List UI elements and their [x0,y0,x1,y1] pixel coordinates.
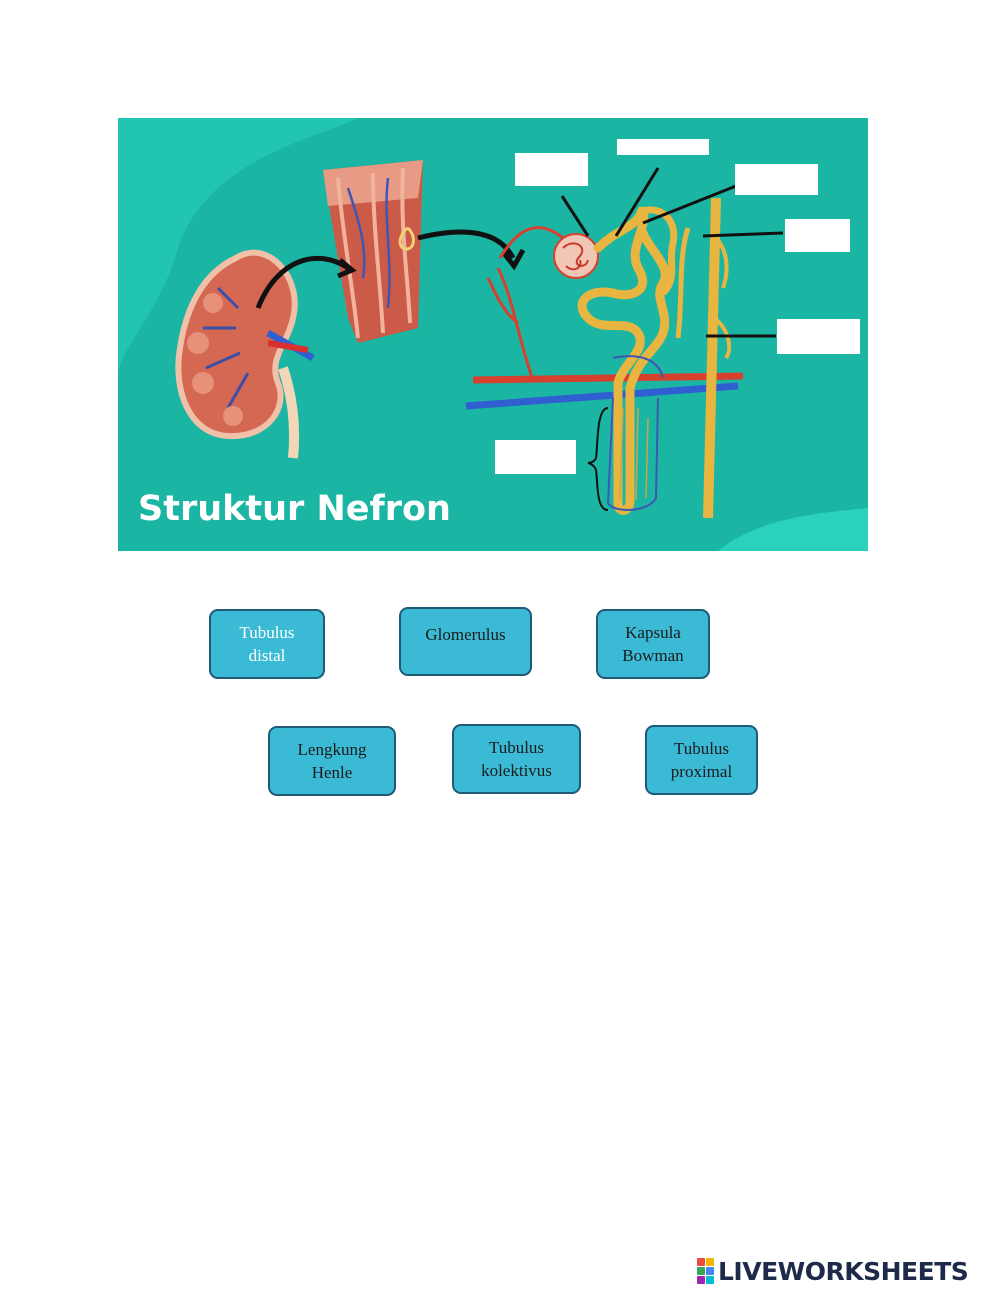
brand-name: LIVEWORKSHEETS [718,1256,969,1286]
option-tubulus-distal[interactable]: Tubulus distal [209,609,325,679]
answer-slot-1[interactable] [515,153,588,186]
answer-slot-6[interactable] [495,440,576,474]
henle-bracket [587,407,609,511]
leader-line-2 [614,167,660,237]
leader-line-4 [702,231,784,238]
liveworksheets-logo-icon [697,1258,714,1284]
background-wave-bottom [718,508,868,551]
answer-slot-4[interactable] [785,219,850,252]
option-tubulus-proximal[interactable]: Tubulus proximal [645,725,758,795]
background-wave-left [118,118,358,378]
liveworksheets-brand: LIVEWORKSHEETS [697,1256,969,1286]
answer-slot-3[interactable] [735,164,818,195]
leader-line-1 [560,195,590,237]
option-lengkung-henle[interactable]: Lengkung Henle [268,726,396,796]
nephron-structure [465,197,744,519]
answer-slot-2[interactable] [617,139,709,155]
leader-line-3 [642,184,737,225]
option-tubulus-kolektivus[interactable]: Tubulus kolektivus [452,724,581,794]
option-kapsula-bowman[interactable]: Kapsula Bowman [596,609,710,679]
diagram-title: Struktur Nefron [138,489,451,529]
answer-slot-5[interactable] [777,319,860,354]
option-glomerulus[interactable]: Glomerulus [399,607,532,676]
kidney-tissue-block [323,160,423,343]
kidney-illustration [175,249,315,459]
arrow-kidney-to-tissue [255,255,350,309]
nephron-diagram: Struktur Nefron [118,118,868,551]
